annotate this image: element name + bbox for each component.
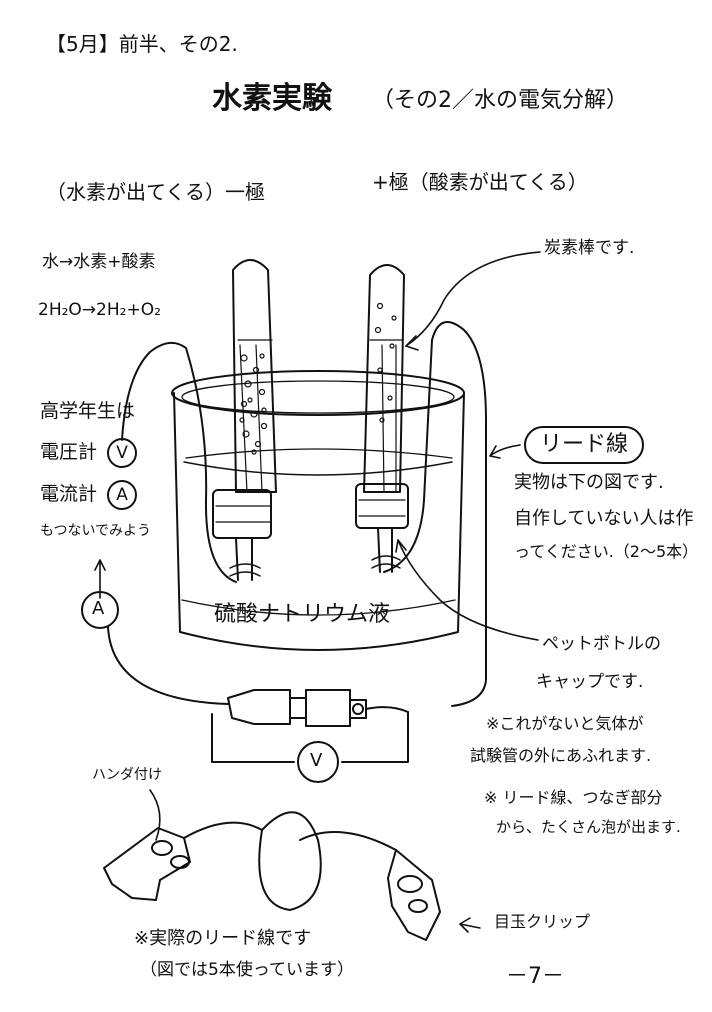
meters-note-line2: 電圧計 V xyxy=(40,438,138,468)
test-tube-left xyxy=(212,259,277,581)
ammeter-symbol: A xyxy=(107,480,138,510)
lead-wire-line3: ってください.（2～5本） xyxy=(514,542,699,561)
meters-note-line3: 電流計 A xyxy=(40,480,138,510)
actual-lead-wire xyxy=(103,811,441,941)
test-tube-right xyxy=(355,264,409,573)
meters-note-line1: 高学年生は xyxy=(40,400,136,422)
voltmeter-circle-label: V xyxy=(310,750,323,771)
solution-label: 硫酸ナトリウム液 xyxy=(214,602,391,627)
beaker xyxy=(171,370,465,651)
solder-label: ハンダ付け xyxy=(92,767,162,783)
lead-wire-label: リード線 xyxy=(524,426,645,464)
actual-wire-line1: ※実際のリード線です xyxy=(134,928,312,949)
cap-warning-line2: 試験管の外にあふれます. xyxy=(470,746,652,765)
minus-pole-label: （水素が出てくる）一極 xyxy=(46,180,265,204)
ammeter-circuit xyxy=(81,591,229,705)
actual-wire-line2: （図では5本使っています） xyxy=(140,960,354,980)
bottle-cap-line1: ペットボトルの xyxy=(542,634,661,654)
joint-warning-line2: から、たくさん泡が出ます. xyxy=(496,818,681,836)
carbon-rod-note: 炭素棒です. xyxy=(544,238,635,258)
month-tag: 【5月】前半、その2. xyxy=(46,32,238,56)
hydrogen-bubbles xyxy=(239,353,268,455)
lead-wire-line2: 自作していない人は作 xyxy=(514,508,694,529)
plus-pole-label: +極（酸素が出てくる） xyxy=(372,170,588,194)
word-equation: 水→水素+酸素 xyxy=(42,252,156,272)
voltmeter-symbol: V xyxy=(107,438,138,468)
lead-wire-line1: 実物は下の図です. xyxy=(514,472,664,493)
meters-note-line4: もつないでみよう xyxy=(40,523,152,539)
page-number: －7－ xyxy=(506,964,564,989)
lead-wire xyxy=(121,321,487,707)
cap-warning-line1: ※これがないと気体が xyxy=(486,714,644,733)
batteries xyxy=(211,689,409,763)
oxygen-bubbles xyxy=(374,302,397,423)
page-title: 水素実験 xyxy=(212,81,332,116)
joint-warning-line1: ※ リード線、つなぎ部分 xyxy=(484,788,663,807)
annotation-arrows xyxy=(94,251,541,933)
clip-label: 目玉クリップ xyxy=(494,912,591,931)
bottle-cap-line2: キャップです. xyxy=(536,672,644,692)
ammeter-word: 電流計 xyxy=(40,483,98,505)
page-subtitle: （その2／水の電気分解） xyxy=(372,88,628,113)
voltmeter-word: 電圧計 xyxy=(40,441,98,463)
chemical-equation: 2H₂O→2H₂+O₂ xyxy=(38,300,161,320)
ammeter-circle-label: A xyxy=(92,598,105,619)
voltmeter-circuit xyxy=(297,741,339,783)
